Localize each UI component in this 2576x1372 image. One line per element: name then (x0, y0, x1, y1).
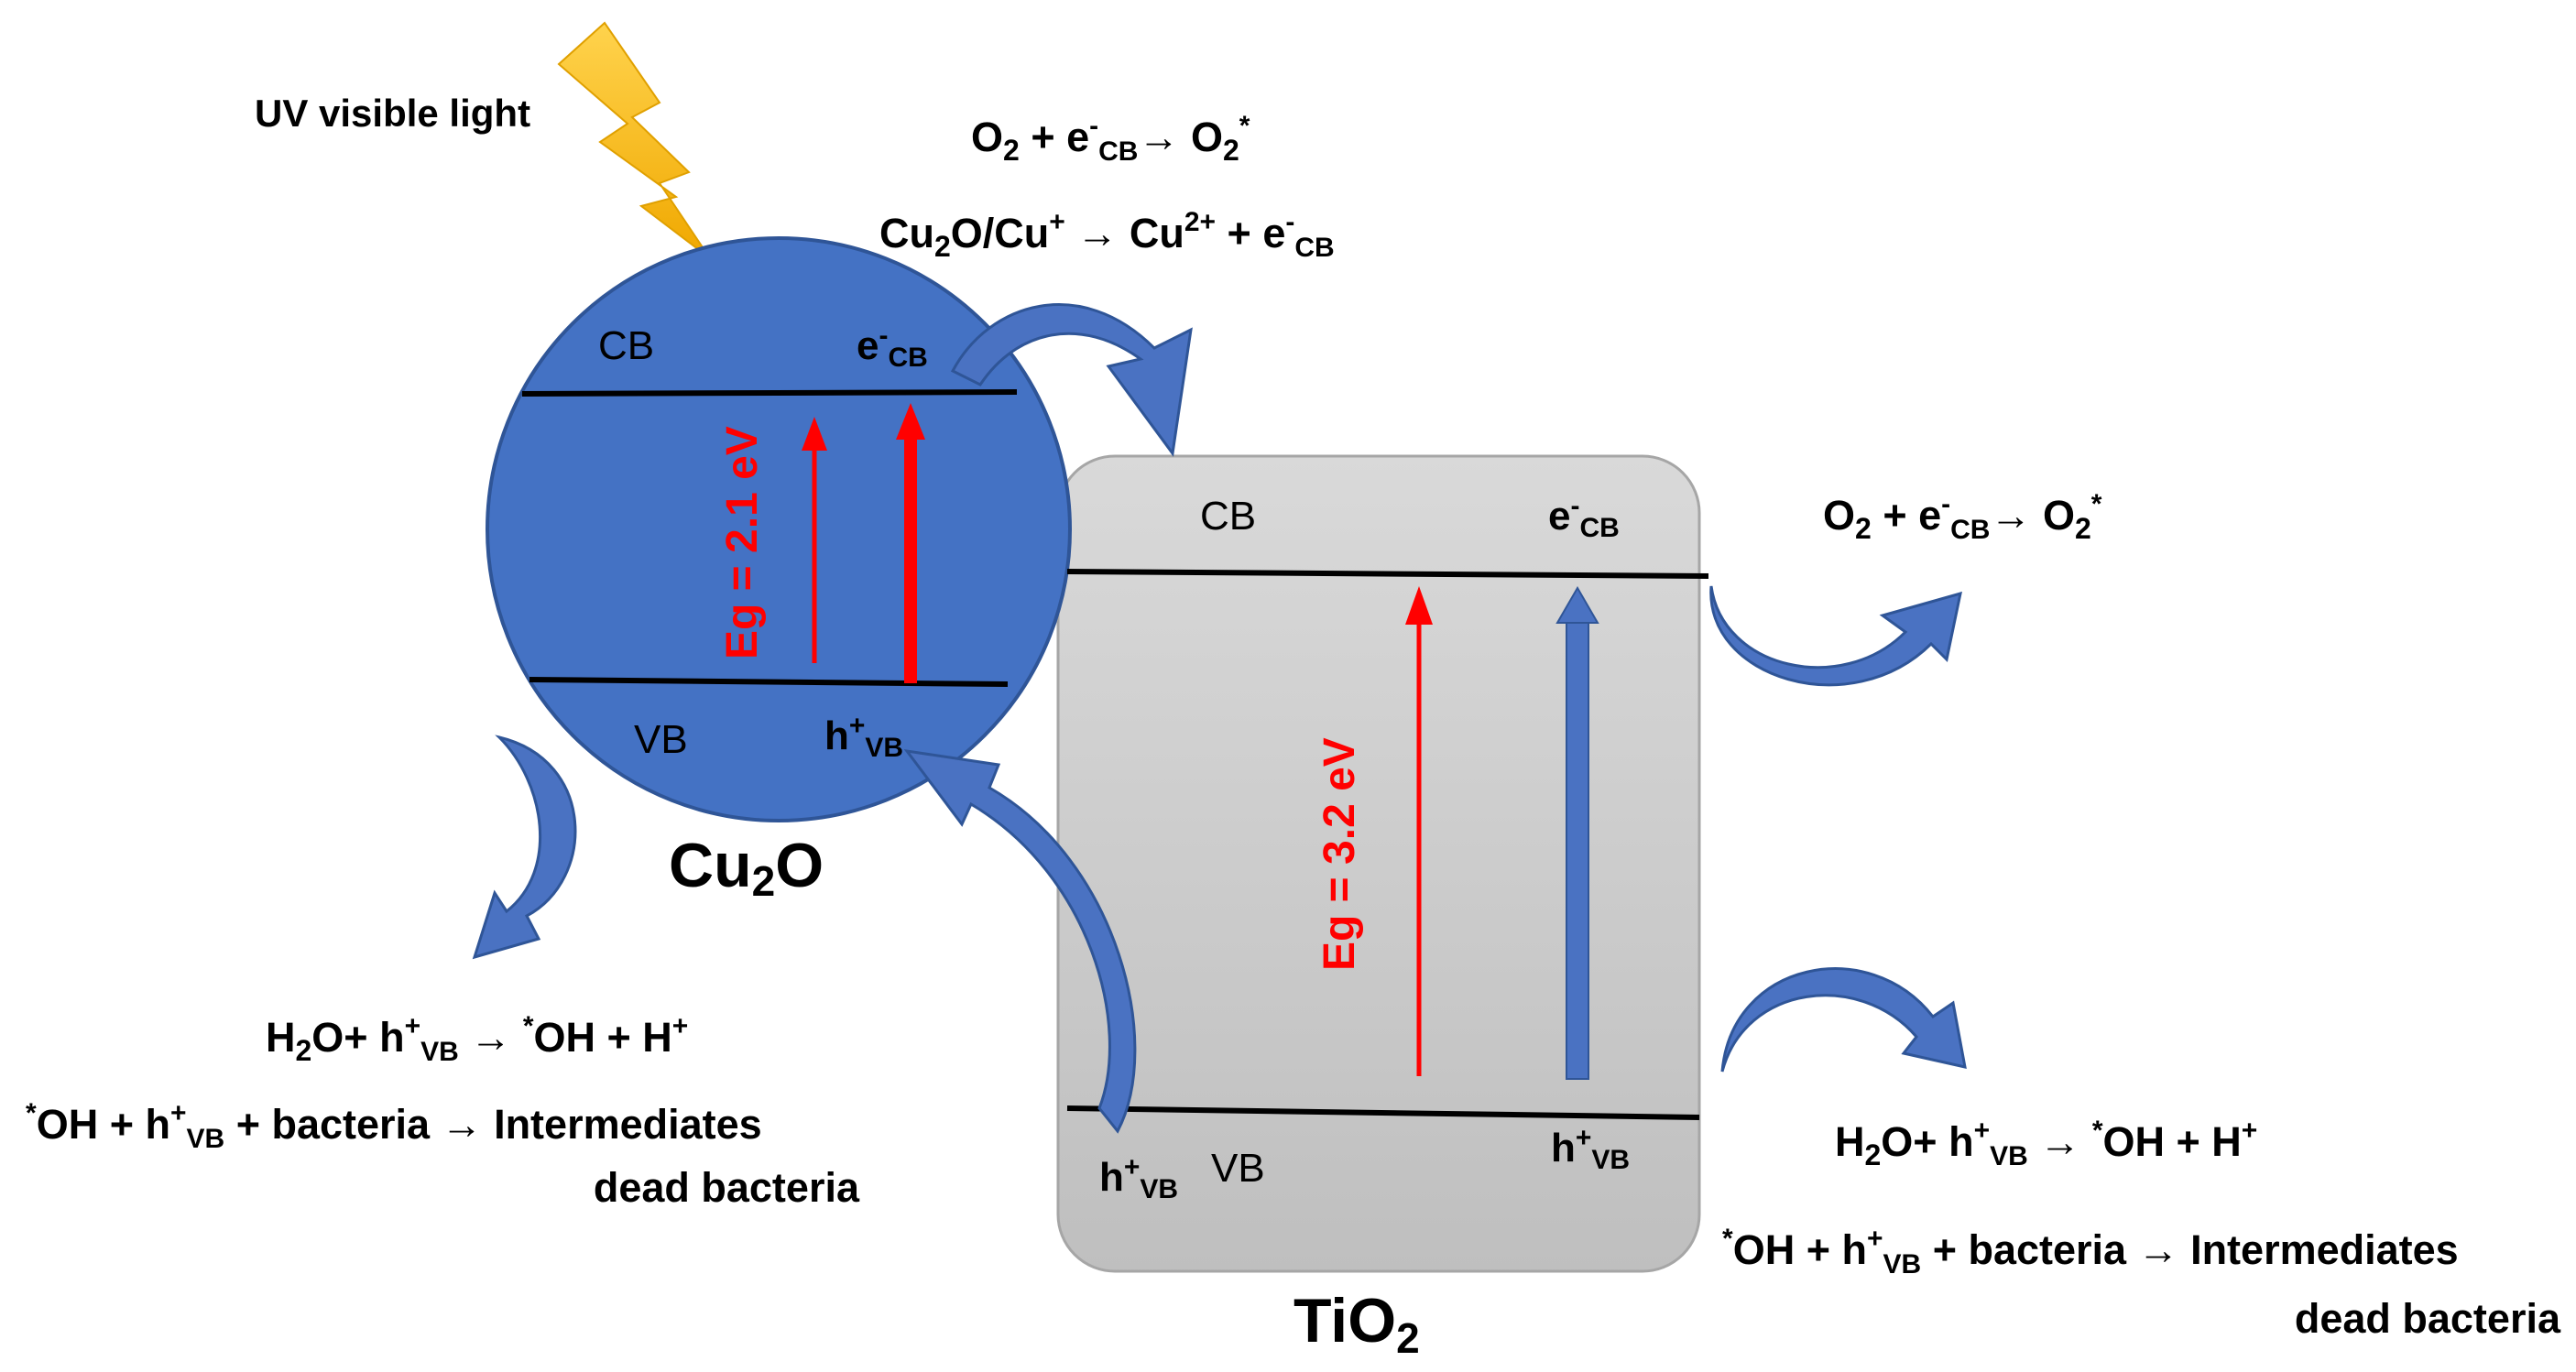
cu2o-vb-line (529, 677, 1009, 687)
cu2o-name: Cu2O (669, 831, 824, 905)
tio2-vb-right-arrow (1720, 967, 1967, 1073)
dead-bacteria-left: dead bacteria (594, 1164, 860, 1211)
cu2o-electron-label: e-CB (857, 321, 928, 373)
cu2o-band-gap: Eg = 2.1 eV (718, 426, 767, 659)
tio2-cb-line (1066, 569, 1709, 579)
tio2-electron-label: e-CB (1548, 491, 1620, 543)
tio2-name: TiO2 (1293, 1286, 1420, 1362)
tio2-hole-label-left: h+VB (1099, 1152, 1178, 1204)
cu2o-vb-down-arrow (472, 735, 577, 960)
o2-reduction-equation-top: O2 + e-CB→ O2* (971, 111, 1250, 167)
tio2-blue-arrow (1555, 586, 1599, 1080)
cu2o-cb-line (521, 389, 1018, 397)
cu2o-thin-red-arrow (802, 417, 827, 663)
water-oxidation-equation-right: H2O+ h+VB → *OH + H+ (1835, 1116, 2257, 1171)
tio2-cb-right-arrow (1709, 585, 1962, 687)
cu2o-thick-red-arrow (896, 403, 925, 683)
cu2o-circle (486, 236, 1072, 822)
tio2-cb-label: CB (1200, 494, 1256, 539)
cu2o-cb-label: CB (598, 323, 654, 368)
bacteria-equation-left: *OH + h+VB + bacteria → Intermediates (26, 1098, 762, 1154)
tio2-hole-label-right: h+VB (1551, 1123, 1630, 1175)
water-oxidation-equation-left: H2O+ h+VB → *OH + H+ (266, 1011, 688, 1067)
cu2o-hole-label: h+VB (824, 711, 903, 763)
cu-oxidation-equation: Cu2O/Cu+ → Cu2+ + e-CB (879, 207, 1335, 263)
dead-bacteria-right: dead bacteria (2295, 1295, 2561, 1342)
tio2-red-arrow (1405, 586, 1433, 1076)
cu2o-vb-label: VB (634, 717, 688, 762)
tio2-band-gap: Eg = 3.2 eV (1315, 737, 1364, 971)
light-label: UV visible light (255, 92, 530, 135)
hole-transfer-arrow (903, 748, 1137, 1134)
lightning-bolt-icon (557, 21, 711, 259)
o2-reduction-equation-right: O2 + e-CB→ O2* (1823, 489, 2102, 545)
tio2-vb-label: VB (1211, 1146, 1265, 1191)
tio2-vb-line (1066, 1105, 1700, 1120)
electron-transfer-arrow (950, 303, 1193, 457)
bacteria-equation-right: *OH + h+VB + bacteria → Intermediates (1722, 1224, 2459, 1279)
